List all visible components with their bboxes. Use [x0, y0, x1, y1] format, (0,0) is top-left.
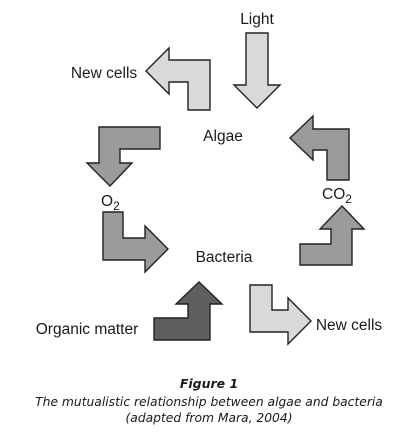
algae-label: Algae [203, 128, 243, 145]
organic-matter-arrow [153, 281, 224, 341]
figure-title: Figure 1 [179, 376, 239, 391]
new-cells-top-arrow [145, 46, 211, 111]
bacteria-to-co2-arrow [299, 204, 366, 266]
new-cells-top-label: New cells [71, 65, 138, 82]
bacteria-label: Bacteria [196, 249, 253, 266]
co2-label: CO2 [322, 186, 352, 206]
o2-to-bacteria-arrow [102, 211, 169, 274]
co2-main: CO [322, 186, 345, 203]
mutualism-diagram: Light New cells Algae O2 CO2 Bacteria Or… [36, 11, 383, 346]
light-arrow [232, 32, 282, 109]
co2-subscript: 2 [345, 192, 352, 206]
o2-main: O [101, 193, 113, 210]
o2-subscript: 2 [113, 199, 120, 213]
o2-arrow [85, 126, 161, 188]
o2-label: O2 [101, 193, 120, 213]
light-label: Light [240, 11, 274, 28]
figure-caption: The mutualistic relationship between alg… [35, 395, 383, 425]
organic-matter-label: Organic matter [36, 321, 139, 338]
co2-to-algae-arrow [288, 114, 350, 181]
new-cells-bottom-arrow [249, 284, 312, 346]
new-cells-bottom-label: New cells [316, 317, 383, 334]
